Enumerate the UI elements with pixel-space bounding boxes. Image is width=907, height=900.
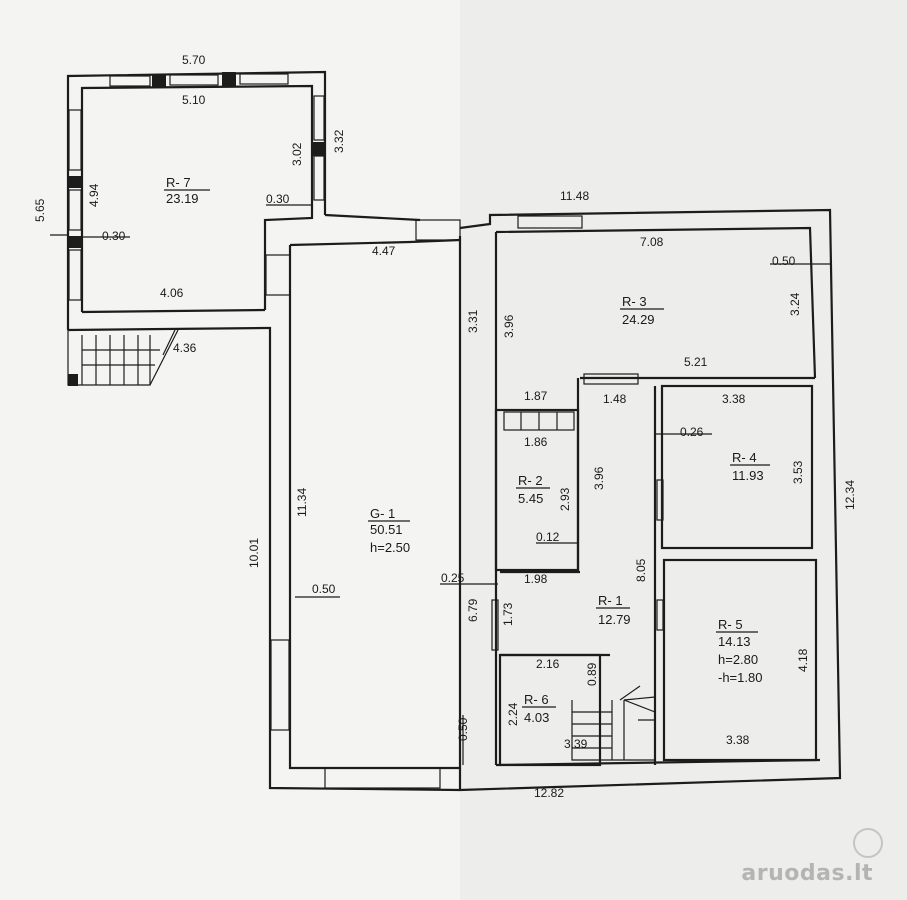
room-area: 23.19: [166, 191, 199, 206]
dim-label: 3.53: [791, 460, 805, 484]
dim-label: 2.16: [536, 657, 560, 671]
room-area: 12.79: [598, 612, 631, 627]
dim-label: 8.05: [634, 558, 648, 582]
room-height: h=2.50: [370, 540, 410, 555]
dim-label: 1.98: [524, 572, 548, 586]
dim-label: 0.50: [772, 254, 796, 268]
watermark-icon: [853, 828, 883, 858]
room-code: R- 6: [524, 692, 549, 707]
dim-label: 11.48: [560, 189, 589, 203]
room-height: h=2.80: [718, 652, 758, 667]
room-area: 5.45: [518, 491, 543, 506]
dim-label: 10.01: [247, 538, 261, 568]
dim-label: 1.48: [603, 392, 627, 406]
dim-label: 2.24: [506, 702, 520, 726]
dim-label: 3.31: [466, 309, 480, 333]
dim-label: 3.02: [290, 142, 304, 166]
dim-label: 5.10: [182, 93, 206, 107]
dim-label: 3.39: [564, 737, 588, 751]
watermark-logo: aruodas.lt: [741, 861, 873, 886]
dim-label: 5.21: [684, 355, 708, 369]
dimension-lines: [50, 204, 830, 765]
dim-label: 3.32: [332, 129, 346, 153]
room-code: R- 4: [732, 450, 757, 465]
room-code: R- 7: [166, 175, 191, 190]
room-r3: R- 3 24.29: [620, 294, 664, 327]
dim-label: 2.93: [558, 487, 572, 511]
room-area: 14.13: [718, 634, 751, 649]
dim-label: 3.38: [726, 733, 750, 747]
room-r6: R- 6 4.03: [522, 692, 556, 725]
room-area: 50.51: [370, 522, 403, 537]
room-r7: R- 7 23.19: [164, 175, 210, 206]
dim-label: 12.34: [843, 480, 857, 510]
dim-label: 0.12: [536, 530, 560, 544]
dim-label: 4.18: [796, 648, 810, 672]
dim-label: 0.89: [585, 662, 599, 686]
dim-label: 5.65: [33, 198, 47, 222]
room-r2: R- 2 5.45: [516, 473, 550, 506]
dim-label: 0.30: [266, 192, 290, 206]
dim-label: 3.38: [722, 392, 746, 406]
dim-label: 0.50: [456, 717, 470, 741]
room-r5: R- 5 14.13 h=2.80 -h=1.80: [716, 617, 762, 685]
dim-label: 3.24: [788, 292, 802, 316]
dim-label: 1.86: [524, 435, 548, 449]
room-area: 4.03: [524, 710, 549, 725]
room-code: R- 3: [622, 294, 647, 309]
paper-left-page: [0, 0, 460, 900]
room-height-alt: -h=1.80: [718, 670, 762, 685]
dim-label: 6.79: [466, 598, 480, 622]
room-r1: R- 1 12.79: [596, 593, 631, 627]
dimension-labels: 5.70 5.10 3.02 3.32 5.65 4.94 0.30 0.30 …: [33, 53, 857, 800]
dim-label: 4.94: [87, 183, 101, 207]
room-g1: G- 1 50.51 h=2.50: [368, 506, 410, 555]
dim-label: 7.08: [640, 235, 664, 249]
dim-label: 3.96: [592, 466, 606, 490]
room-code: R- 5: [718, 617, 743, 632]
room-code: R- 2: [518, 473, 543, 488]
dim-label: 4.47: [372, 244, 396, 258]
room-area: 11.93: [732, 468, 764, 483]
room-code: R- 1: [598, 593, 623, 608]
dim-label: 0.26: [680, 425, 704, 439]
dim-label: 5.70: [182, 53, 206, 67]
dim-label: 3.96: [502, 314, 516, 338]
dim-label: 1.73: [501, 602, 515, 626]
room-r4: R- 4 11.93: [730, 450, 770, 483]
dim-label: 4.06: [160, 286, 184, 300]
room-code: G- 1: [370, 506, 395, 521]
dim-label: 0.30: [102, 229, 126, 243]
dim-label: 11.34: [295, 488, 309, 517]
dim-label: 0.50: [312, 582, 336, 596]
dim-label: 12.82: [534, 786, 564, 800]
dim-label: 0.25: [441, 571, 465, 585]
dim-label: 1.87: [524, 389, 548, 403]
room-area: 24.29: [622, 312, 655, 327]
dim-label: 4.36: [173, 341, 197, 355]
windows: [68, 72, 664, 789]
paper-right-page: [460, 0, 907, 900]
